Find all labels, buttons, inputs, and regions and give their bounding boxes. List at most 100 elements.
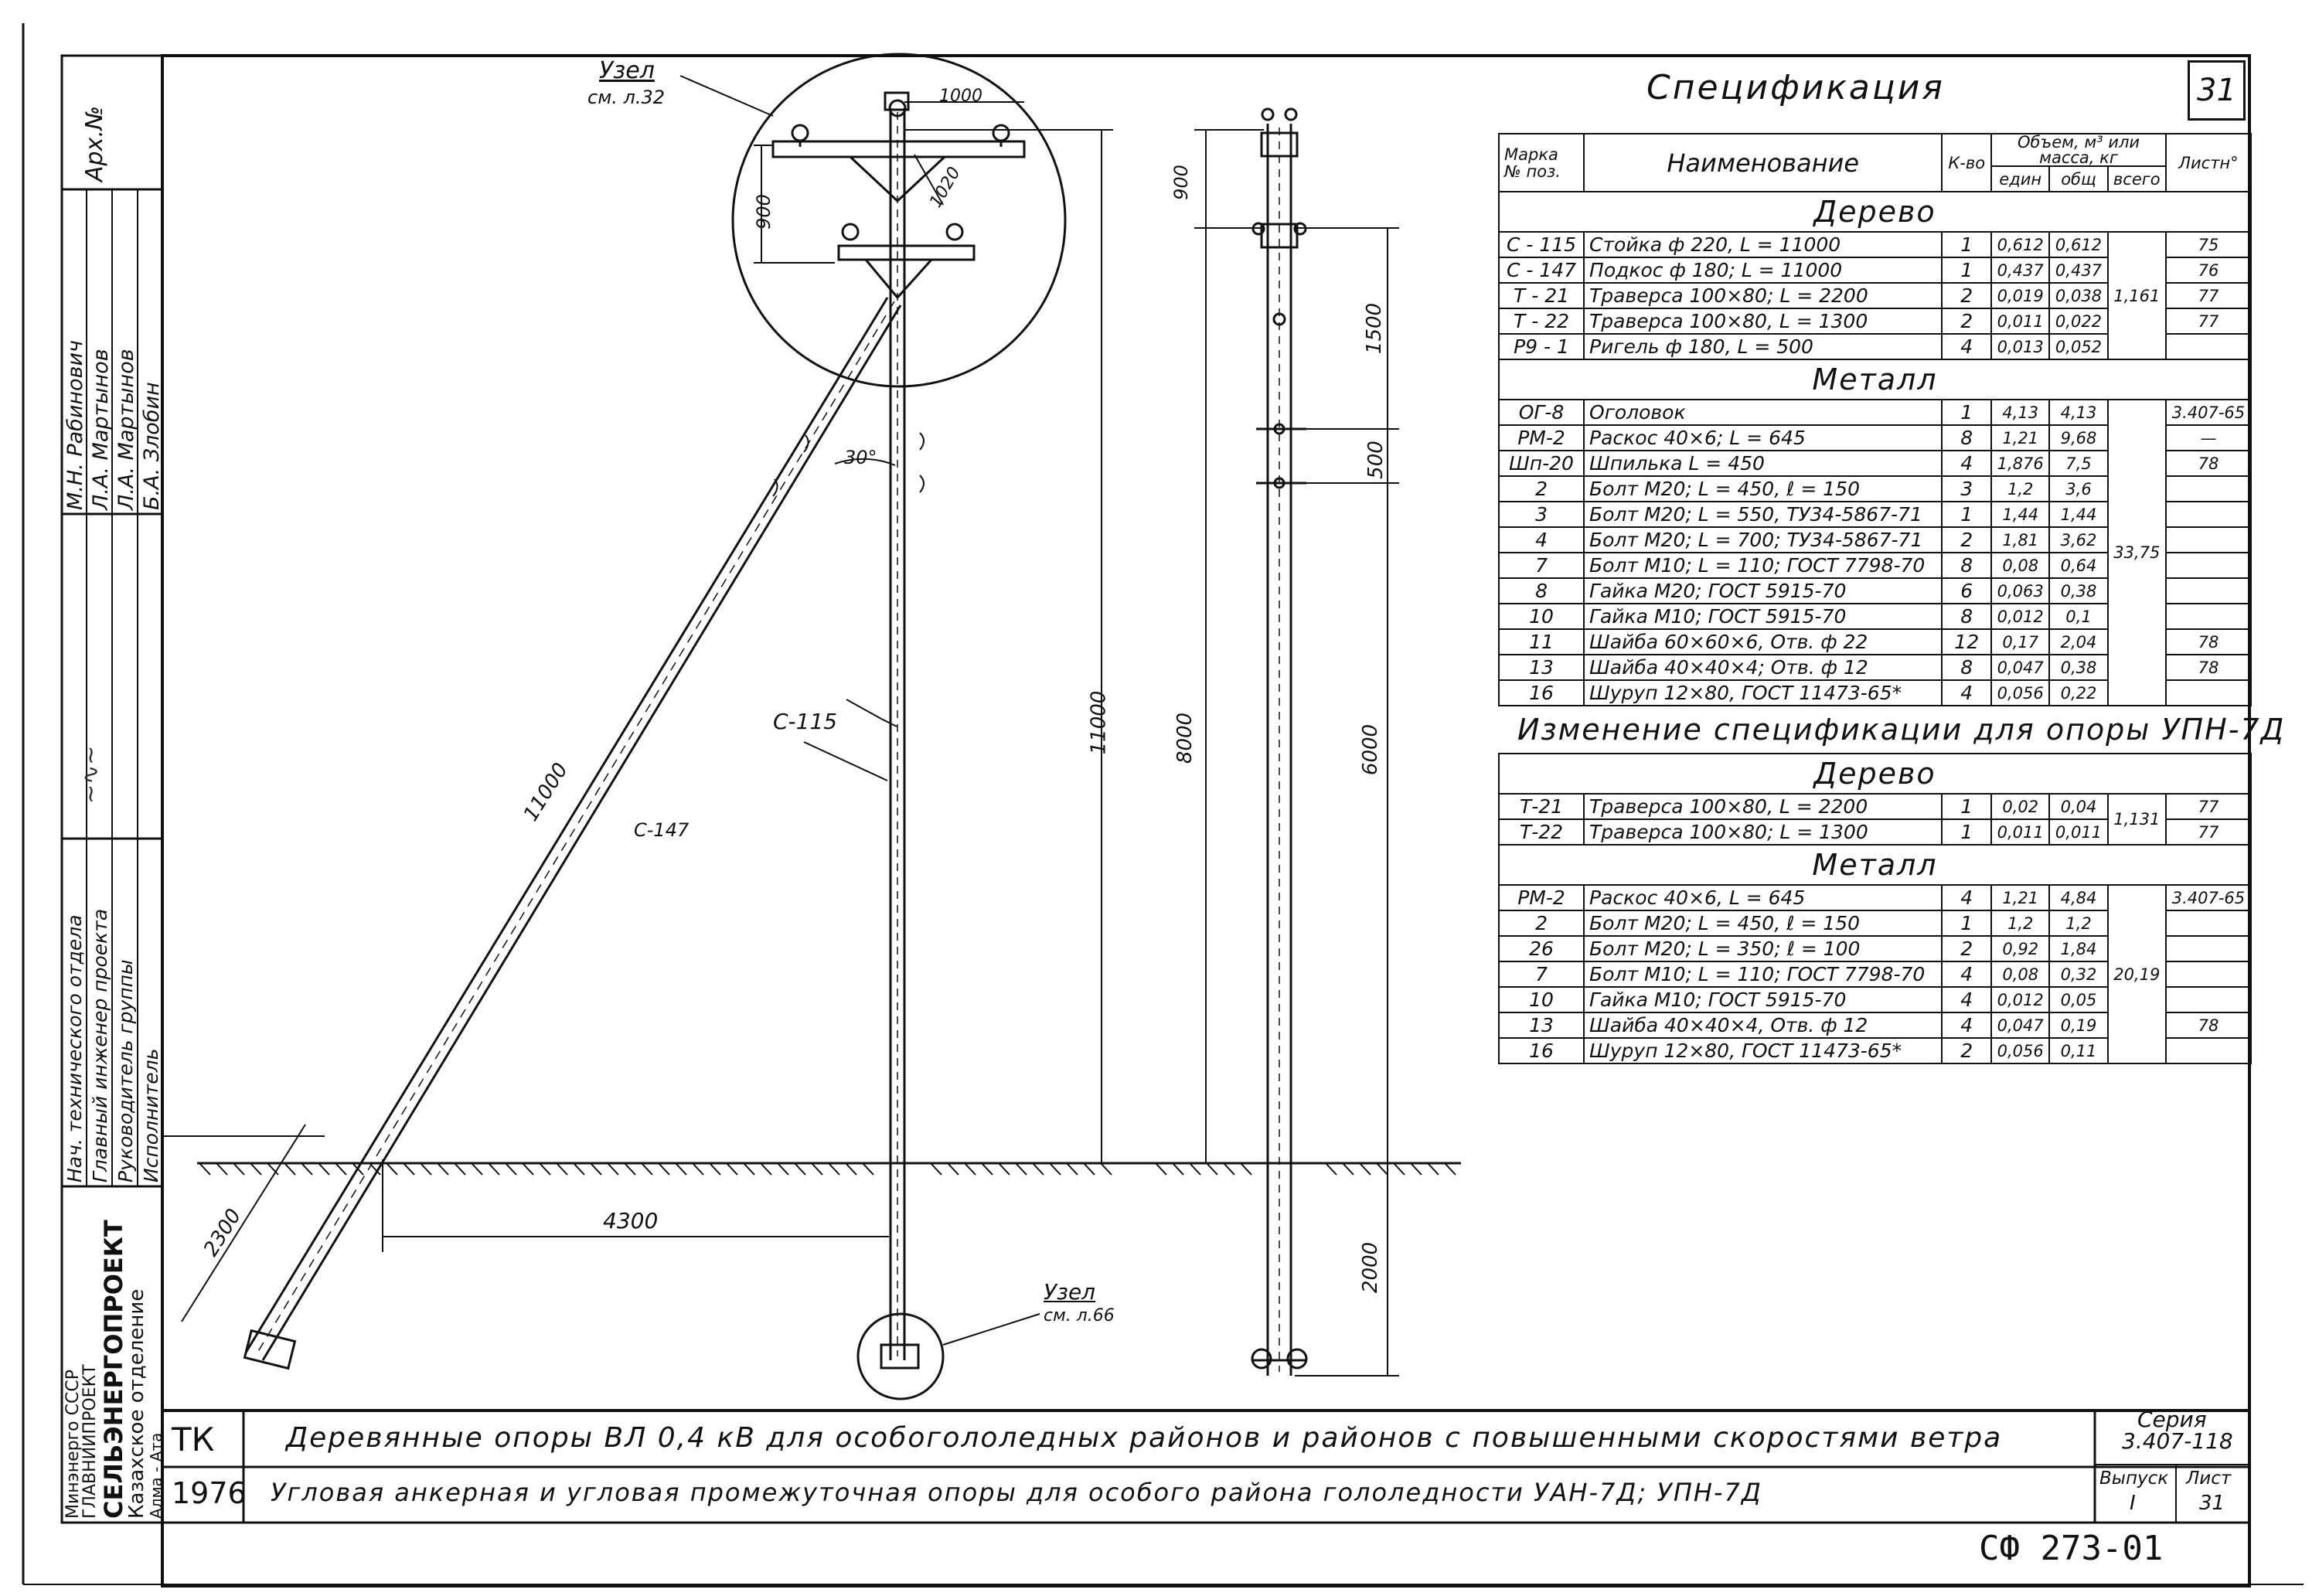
cell-unit: 1,21 [1990,424,2051,451]
hdr-total: общ [2048,165,2109,192]
cell-sheet [2164,603,2253,630]
cell-name: Болт М10; L = 110; ГОСТ 7798-70 [1583,961,1943,988]
cell-mark: 7 [1497,552,1585,579]
spec-subheader-row: един общ всего [1499,165,2251,192]
node-top-label: Узел [599,57,655,84]
hdr-sheet: Листн° [2164,133,2253,192]
tb-sheet-value: 31 [2199,1492,2225,1515]
cell-mark: 11 [1497,628,1585,655]
cell-name: Оголовок [1583,399,1943,426]
signature-area: ∼∿∼ [77,745,104,804]
hdr-name: Наименование [1583,133,1943,192]
cell-total: 0,052 [2048,333,2109,360]
tb-line2: Угловая анкерная и угловая промежуточная… [271,1478,1762,1507]
cell-sheet: 78 [2164,628,2253,655]
cell-sheet: 3.407-65 [2164,884,2253,911]
cell-all: 1,161 [2106,231,2167,360]
hdr-volume: Объем, м³ или масса, кг [1990,133,2167,167]
section-metal: Металл [1498,359,2252,400]
cell-total: 0,011 [2048,818,2109,846]
cell-qty: 4 [1941,679,1993,706]
cell-name: Траверса 100×80, L = 2200 [1583,793,1943,820]
cell-mark: 10 [1497,603,1585,630]
side-dim-8000: 8000 [1173,712,1197,764]
cell-qty: 2 [1941,308,1993,335]
cell-sheet [2164,577,2253,604]
cell-mark: Шп-20 [1497,450,1585,477]
cell-total: 1,2 [2048,910,2109,937]
cell-mark: ОГ-8 [1497,399,1585,426]
cell-sheet: 77 [2164,818,2253,846]
cell-name: Болт М10; L = 110; ГОСТ 7798-70 [1583,552,1943,579]
cell-name: Гайка М10; ГОСТ 5915-70 [1583,603,1943,630]
cell-name: Шуруп 12×80, ГОСТ 11473-65* [1583,679,1943,706]
tb-series-value: 3.407-118 [2122,1428,2233,1454]
node-top-ref: см. л.32 [587,87,666,108]
org-line-2: ГЛАВНИИПРОЕКТ [80,1364,100,1519]
hdr-qty: К-во [1941,133,1993,192]
cell-sheet [2164,961,2253,988]
cell-qty: 3 [1941,475,1993,502]
cell-sheet [2164,986,2253,1013]
crossarm-lower [837,223,976,299]
cell-sheet: 75 [2164,231,2253,258]
node-circle-bottom [856,1312,1040,1400]
cell-sheet: 77 [2164,793,2253,820]
cell-name: Шпилька L = 450 [1583,450,1943,477]
cell-qty: 1 [1941,257,1993,284]
tb-sheet-label: Лист [2186,1468,2232,1489]
role-1: Нач. технического отдела [63,914,86,1183]
cell-mark: Т - 21 [1497,282,1585,309]
cell-name: Болт М20; L = 350; ℓ = 100 [1583,935,1943,962]
cell-mark: С - 115 [1497,231,1585,258]
cell-unit: 0,056 [1990,679,2051,706]
brace-c147 [243,297,925,1370]
signer-4: Б.А. Злобин [140,382,164,510]
cell-qty: 1 [1941,231,1993,258]
side-dim-2000: 2000 [1359,1241,1383,1294]
cell-name: Гайка М10; ГОСТ 5915-70 [1583,986,1943,1013]
cell-mark: 10 [1497,986,1585,1013]
cell-mark: С - 147 [1497,257,1585,284]
org-line-3: СЕЛЬЭНЕРГОПРОЕКТ [99,1220,128,1519]
cell-qty: 6 [1941,577,1993,604]
cell-mark: 16 [1497,1037,1585,1064]
node-bottom-label: Узел [1044,1279,1096,1305]
cell-mark: 3 [1497,501,1585,528]
cell-sheet: 77 [2164,282,2253,309]
cell-unit: 0,08 [1990,961,2051,988]
cell-name: Траверса 100×80; L = 2200 [1583,282,1943,309]
dim-1000: 1000 [939,87,982,106]
cell-qty: 1 [1941,501,1993,528]
cell-total: 0,64 [2048,552,2109,579]
cell-total: 2,04 [2048,628,2109,655]
cell-total: 3,6 [2048,475,2109,502]
cell-qty: 8 [1941,424,1993,451]
cell-name: Подкос ф 180; L = 11000 [1583,257,1943,284]
cell-sheet: 76 [2164,257,2253,284]
cell-total: 4,84 [2048,884,2109,911]
cell-sheet [2164,475,2253,502]
cell-all: 1,131 [2106,793,2167,846]
spec-table: Марка № поз. Наименование К-во Объем, м³… [1497,133,2283,1064]
cell-qty: 4 [1941,986,1993,1013]
cell-unit: 1,44 [1990,501,2051,528]
cell-unit: 4,13 [1990,399,2051,426]
cell-qty: 8 [1941,552,1993,579]
cell-unit: 0,047 [1990,1012,2051,1039]
